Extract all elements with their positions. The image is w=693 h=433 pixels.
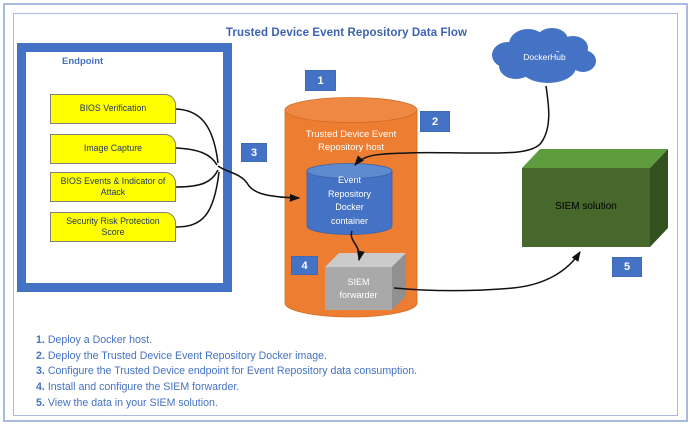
endpoint-item-security-risk: Security Risk Protection Score [50,212,176,242]
step-badge-3: 3 [241,143,267,162]
step-line-1: 1.Deploy a Docker host. [36,333,656,349]
step-number: 1. [36,334,45,346]
step-text: Deploy the Trusted Device Event Reposito… [47,349,327,362]
step-text: Configure the Trusted Device endpoint fo… [47,365,418,378]
step-badge-1: 1 [305,70,336,91]
step-line-2: 2.Deploy the Trusted Device Event Reposi… [36,349,656,365]
step-badge-5: 5 [612,257,642,277]
endpoint-item-label: BIOS Events & Indicator of Attack [60,175,166,197]
step-list: 1.Deploy a Docker host. 2.Deploy the Tru… [36,333,656,412]
dockerhub-label: DockerHub [523,52,566,62]
endpoint-item-bios-verification: BIOS Verification [50,94,176,124]
endpoint-item-image-capture: Image Capture [50,134,176,164]
endpoint-label: Endpoint [62,56,104,67]
host-label: Trusted Device Event Repository host [305,129,397,153]
step-number: 4. [36,381,45,394]
endpoint-group-box [17,43,232,292]
docker-container-label: Event Repository Docker container [327,175,372,226]
diagram-title: Trusted Device Event Repository Data Flo… [225,27,468,39]
diagram-frame [13,13,678,416]
step-number: 5. [36,396,45,409]
endpoint-item-label: Image Capture [83,143,143,154]
step-line-5: 5.View the data in your SIEM solution. [36,396,656,412]
step-text: Install and configure the SIEM forwarder… [47,381,240,394]
endpoint-item-label: BIOS Verification [79,103,147,114]
step-number: 3. [36,365,45,378]
step-text: View the data in your SIEM solution. [47,396,218,409]
outer-border [3,3,688,422]
step-badge-4: 4 [291,256,318,275]
endpoint-item-label: Security Risk Protection Score [66,215,160,237]
siem-solution-label: SIEM solution [555,201,617,212]
endpoint-item-bios-events: BIOS Events & Indicator of Attack [50,172,176,202]
step-number: 2. [36,349,45,362]
step-badge-2: 2 [420,111,450,132]
step-line-4: 4.Install and configure the SIEM forward… [36,380,656,396]
step-text: Deploy a Docker host. [47,334,153,346]
siem-forwarder-label: SIEM forwarder [339,277,378,300]
step-line-3: 3.Configure the Trusted Device endpoint … [36,364,656,380]
